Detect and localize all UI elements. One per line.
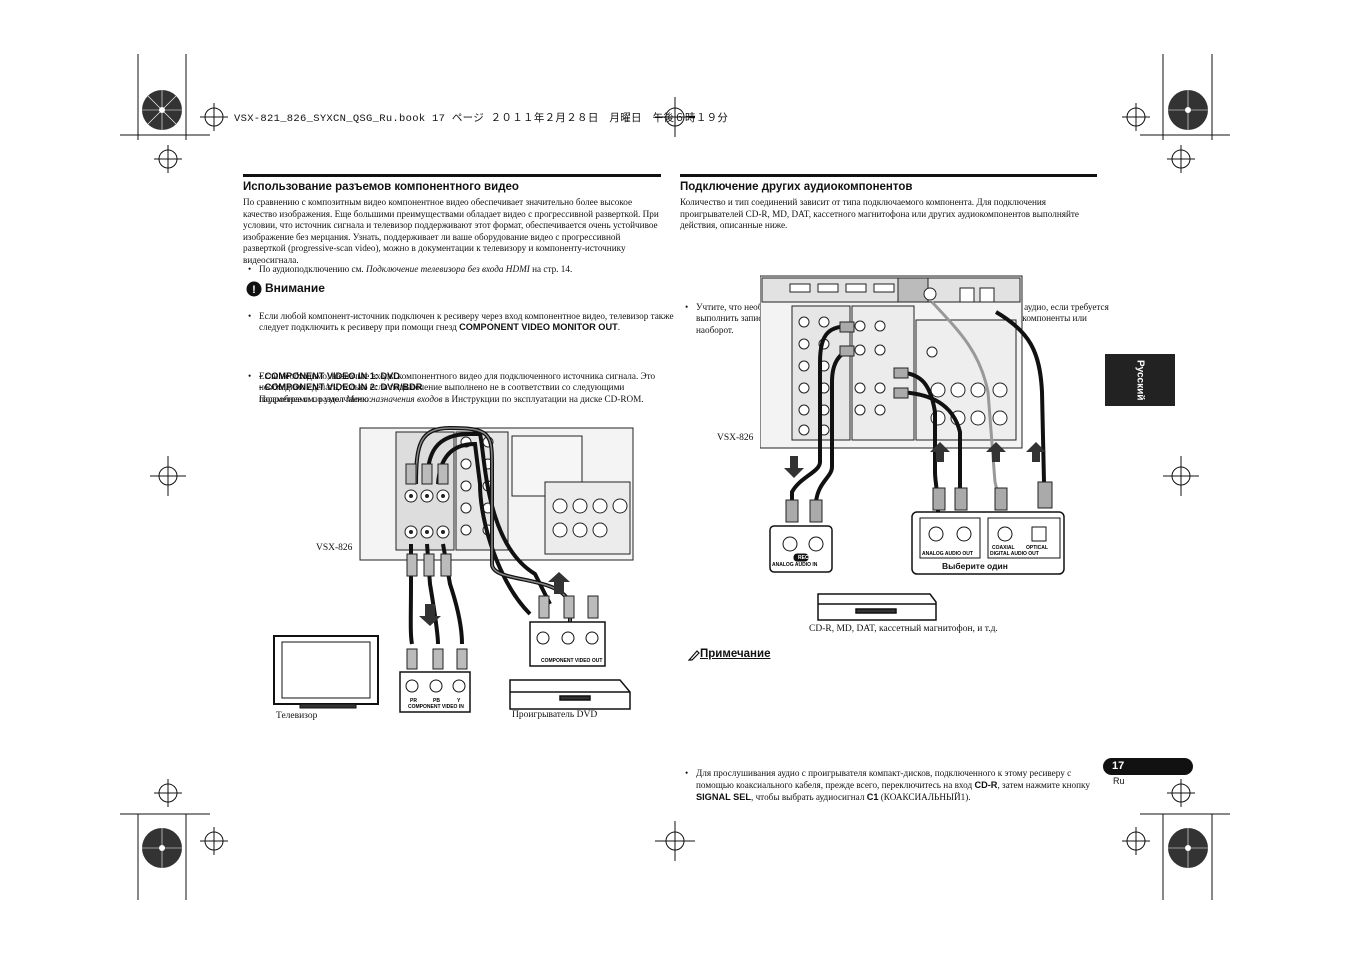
arrow-up-icon [1026,442,1046,462]
svg-text:!: ! [252,284,256,296]
receiver-panel [359,427,634,561]
caution-item-2: Если необходимо, назначьте входы компоне… [245,371,675,406]
model-label-right: VSX-826 [717,433,754,443]
jack-label-pr: PR [410,698,417,704]
component-video-diagram: PR PB Y COMPONENT VIDEO IN COMPONENT VID… [273,425,634,713]
print-header: VSX-821_826_SYXCN_QSG_Ru.book 17 ページ ２０１… [234,113,729,125]
note-title: Примечание [700,648,771,660]
caution1-text: Если любой компонент-источник подключен … [259,310,674,333]
reference-bullet: По аудиоподключению см. Подключение теле… [245,264,669,276]
rec-label: REC [798,555,809,561]
analog-in-panel [769,525,833,573]
jack-label-y: Y [457,698,461,704]
caution1-bold: COMPONENT VIDEO MONITOR OUT [459,322,618,333]
analog-in-label: ANALOG AUDIO IN [772,562,818,568]
arrow-up-icon [930,442,950,462]
comp-out-label: COMPONENT VIDEO OUT [541,658,602,664]
optical-label: OPTICAL [1026,545,1048,551]
ref-prefix: По аудиоподключению см. [259,264,366,274]
component-in-panel [399,671,471,713]
arrow-up-icon [986,442,1006,462]
language-tab: Русский [1105,354,1175,406]
more-suffix: в Инструкции по эксплуатации на диске CD… [442,394,644,404]
note-text-2: , затем нажмите кнопку [997,779,1090,790]
comp-in-label: COMPONENT VIDEO IN [408,704,464,710]
digital-out-label: DIGITAL AUDIO OUT [990,551,1039,557]
ref-link: Подключение телевизора без входа HDMI [366,264,530,274]
note-bullet: Для прослушивания аудио с проигрывателя … [682,768,1108,803]
caution-icon: ! [246,281,262,297]
section-rule [243,174,661,177]
section-heading: Использование разъемов компонентного вид… [243,181,519,193]
caution-title: Внимание [265,281,325,295]
note-text-4: (КОАКСИАЛЬНЫЙ1). [878,791,971,802]
arrow-up-icon [548,572,570,594]
recorder-caption: CD-R, MD, DAT, кассетный магнитофон, и т… [809,624,998,634]
component-out-panel [529,621,606,667]
note-bold-2: SIGNAL SEL [696,791,751,802]
caution-item-1: Если любой компонент-источник подключен … [245,311,675,334]
audio-connection-diagram: ANALOG AUDIO IN REC ANALOG AUDIO OUT DIG… [760,275,1065,621]
note-text-3: , чтобы выбрать аудиосигнал [750,791,867,802]
arrow-down-icon [784,456,804,478]
more-prefix: Подробнее см. раздел [259,394,347,404]
section-rule-right [680,174,1097,177]
more-link: Меню назначения входов [346,394,443,404]
intro-paragraph-right: Количество и тип соединений зависит от т… [680,197,1080,231]
page-number: 17 [1112,760,1125,772]
coaxial-label: COAXIAL [992,545,1015,551]
page-number-badge: 17 [1103,758,1193,775]
intro-paragraph: По сравнению с композитным видео компоне… [243,197,659,265]
audio-out-panel [911,511,1065,575]
caution1-end: . [617,322,620,333]
recorder-illustration [817,593,937,621]
default-2: - COMPONENT VIDEO IN 2: DVR/BDR [259,382,423,392]
ref-suffix: на стр. 14. [529,264,573,274]
model-label-left: VSX-826 [316,543,353,553]
note-bold-3: C1 [866,791,879,802]
default-1: - COMPONENT VIDEO IN 1: DVD [259,371,400,381]
tv-illustration [273,635,379,709]
page-language: Ru [1113,776,1125,786]
dvd-caption: Проигрыватель DVD [512,710,598,720]
dvd-player-illustration [509,679,631,710]
language-tab-label: Русский [1134,359,1146,401]
arrow-down-icon [419,604,441,626]
pencil-icon [688,650,700,661]
more-info: Подробнее см. раздел Меню назначения вхо… [259,394,659,406]
note-text-1: Для прослушивания аудио с проигрывателя … [696,768,1072,790]
analog-out-label: ANALOG AUDIO OUT [922,551,973,557]
tv-caption: Телевизор [276,711,318,721]
choose-one-label: Выберите один [942,561,1008,571]
jack-label-pb: PB [433,698,440,704]
note-bold-1: CD-R [974,779,998,790]
section-heading-right: Подключение других аудиокомпонентов [680,181,913,193]
caution2-text: Если необходимо, назначьте входы компоне… [259,370,656,404]
